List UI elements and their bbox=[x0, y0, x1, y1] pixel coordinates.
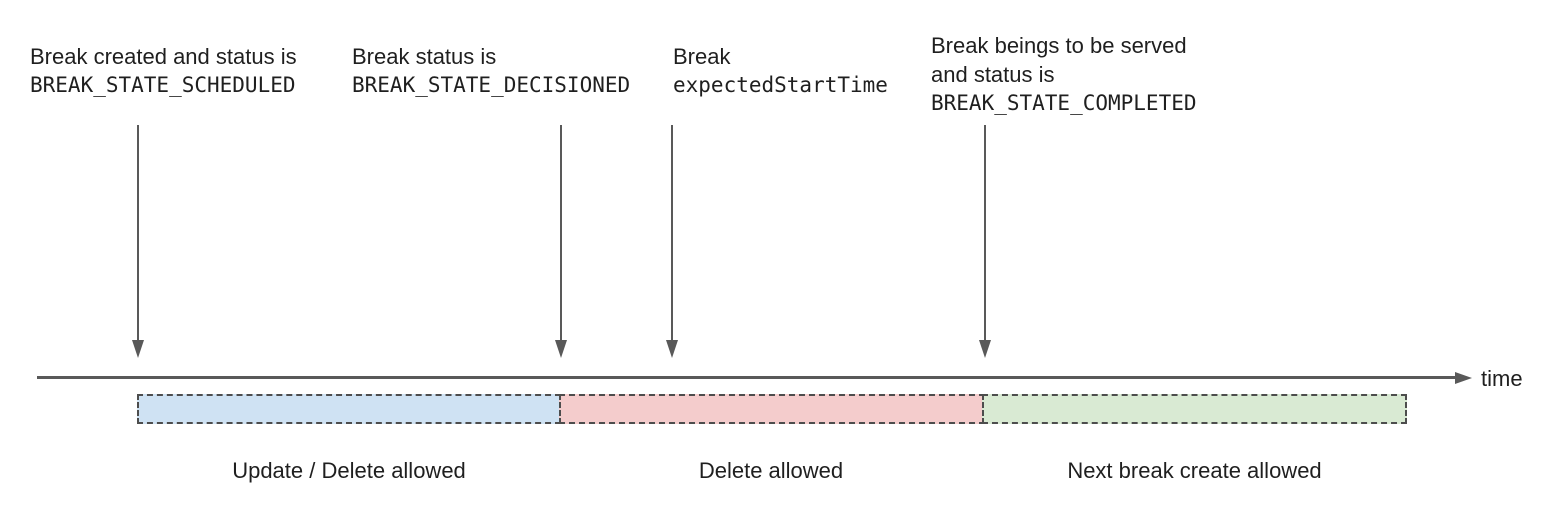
annotation-code-text: BREAK_STATE_DECISIONED bbox=[352, 73, 631, 97]
annotation-text: Break bbox=[673, 44, 731, 69]
arrow-shaft bbox=[671, 125, 673, 340]
annotation-code-text: expectedStartTime bbox=[673, 73, 888, 97]
timeline-axis bbox=[37, 376, 1455, 379]
time-axis-label: time bbox=[1481, 366, 1523, 391]
annotation-break-scheduled: Break created and status is BREAK_STATE_… bbox=[30, 42, 297, 100]
segment-label-delete-allowed: Delete allowed bbox=[698, 458, 844, 483]
segment-label-next-break-create-allowed: Next break create allowed bbox=[1067, 458, 1322, 483]
event-arrow-completed bbox=[979, 125, 991, 358]
arrow-shaft bbox=[560, 125, 562, 340]
event-arrow-scheduled bbox=[132, 125, 144, 358]
segment-next-break-create-allowed bbox=[982, 394, 1407, 424]
annotation-break-decisioned: Break status is BREAK_STATE_DECISIONED bbox=[352, 42, 630, 100]
segment-label-update-delete-allowed: Update / Delete allowed bbox=[232, 458, 466, 483]
annotation-code-text: BREAK_STATE_COMPLETED bbox=[931, 91, 1197, 115]
event-arrow-expected-start bbox=[666, 125, 678, 358]
arrow-shaft bbox=[984, 125, 986, 340]
down-arrow-icon bbox=[132, 340, 144, 358]
annotation-text: Break beings to be served bbox=[931, 33, 1187, 58]
annotation-text: and status is bbox=[931, 62, 1055, 87]
event-arrow-decisioned bbox=[555, 125, 567, 358]
down-arrow-icon bbox=[555, 340, 567, 358]
segment-delete-allowed bbox=[558, 394, 985, 424]
down-arrow-icon bbox=[666, 340, 678, 358]
right-arrow-icon bbox=[1455, 371, 1472, 384]
arrow-shaft bbox=[137, 125, 139, 340]
annotation-code-text: BREAK_STATE_SCHEDULED bbox=[30, 73, 296, 97]
annotation-text: Break status is bbox=[352, 44, 497, 69]
annotation-expected-start-time: Break expectedStartTime bbox=[673, 42, 888, 100]
annotation-break-completed: Break beings to be served and status is … bbox=[931, 31, 1197, 118]
annotation-text: Break created and status is bbox=[30, 44, 297, 69]
segment-update-delete-allowed bbox=[137, 394, 561, 424]
down-arrow-icon bbox=[979, 340, 991, 358]
